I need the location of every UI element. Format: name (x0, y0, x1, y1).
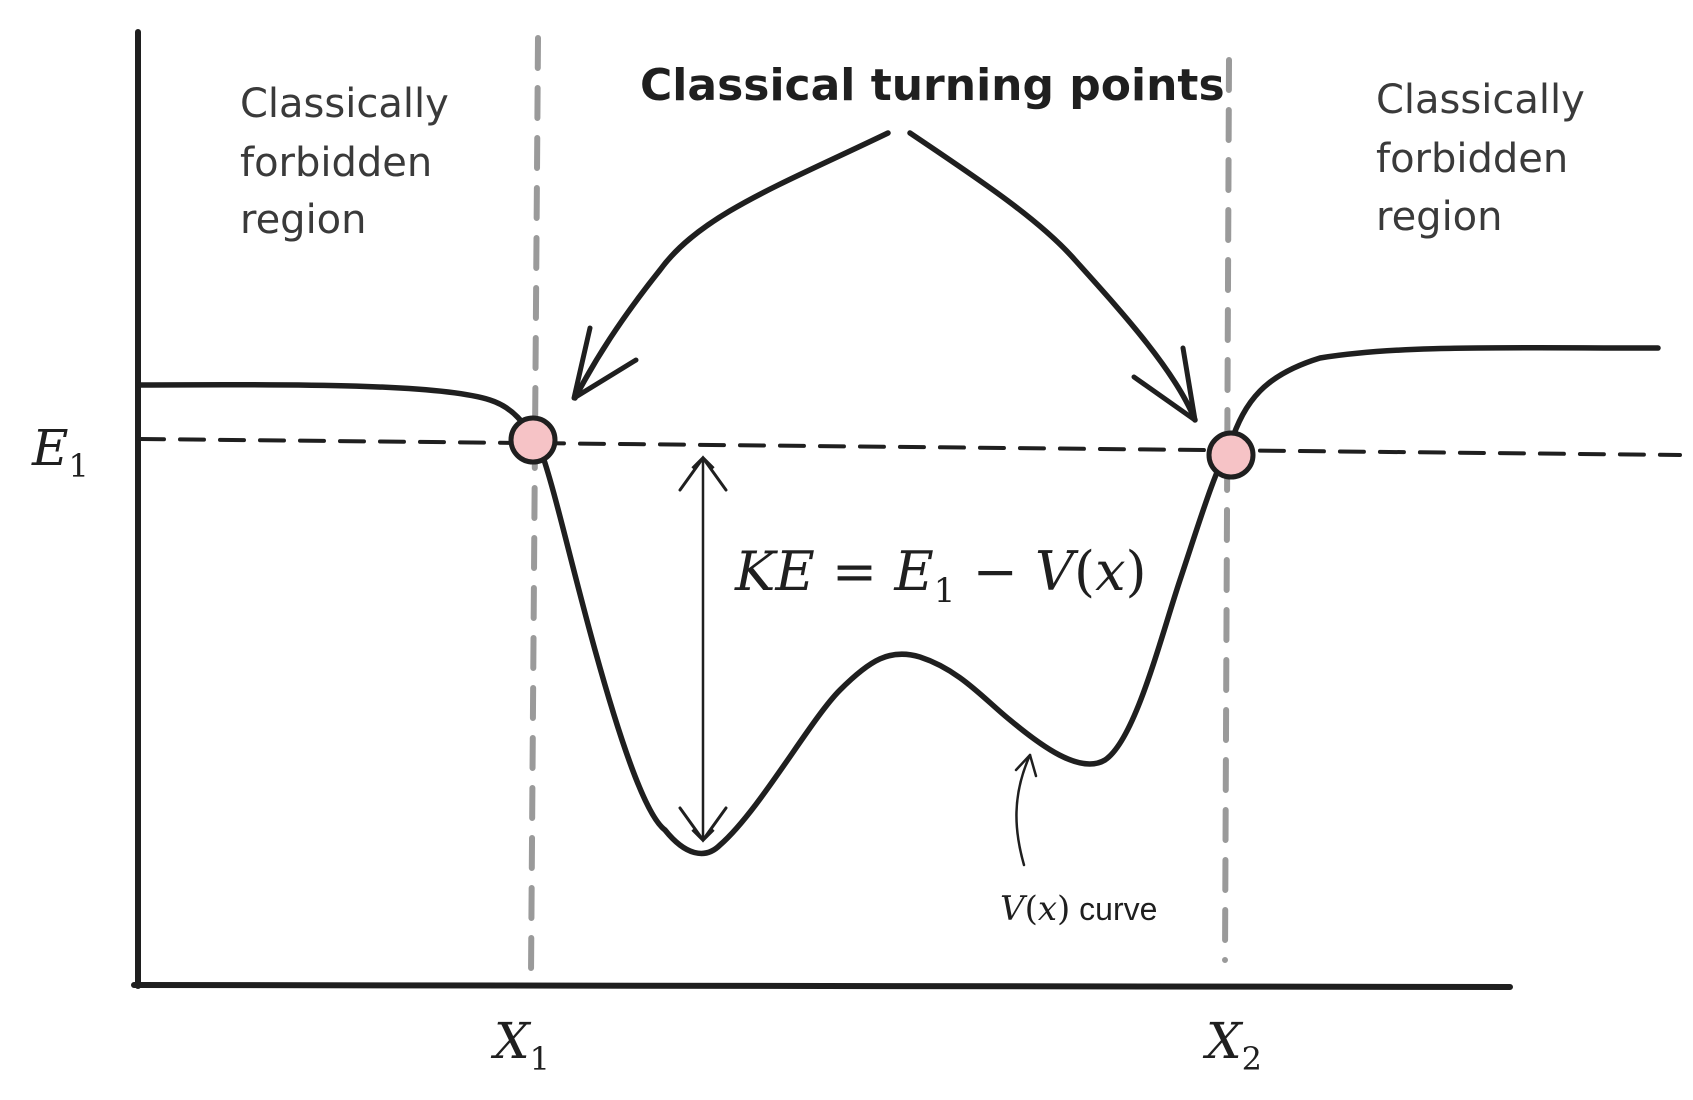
curve-pointer-head (1014, 753, 1038, 778)
ke-arrowhead-bottom (678, 806, 728, 843)
title-arrows (571, 130, 1198, 423)
energy-level-label: E1 (31, 419, 89, 485)
x1-guide-line (528, 35, 541, 978)
turning-point-left (508, 415, 558, 465)
turning-point-right (1206, 430, 1256, 480)
axes (131, 29, 1513, 990)
diagram-title: Classical turning points (640, 60, 1225, 111)
left-region-label: Classically forbidden region (240, 81, 449, 243)
ke-arrow (678, 455, 728, 843)
curve-pointer (1014, 753, 1038, 867)
ke-arrowhead-top (678, 455, 728, 492)
energy-level-line (138, 437, 1682, 457)
arrow-to-left-turning-point (572, 130, 891, 401)
turning-points (508, 415, 1256, 480)
turning-point-guides (528, 35, 1232, 978)
ke-equation: KE = E1 − V(x) (734, 540, 1147, 611)
left-region-line-2: forbidden (240, 140, 432, 186)
curve-pointer-line (1015, 753, 1032, 867)
arrowhead-right (1131, 345, 1198, 423)
right-region-label: Classically forbidden region (1376, 77, 1585, 240)
curve-label: V(x) curve (1000, 889, 1157, 929)
left-region-line-1: Classically (240, 81, 449, 127)
x1-label: X1 (490, 1012, 550, 1078)
right-region-line-2: forbidden (1376, 136, 1568, 182)
arrow-to-right-turning-point (907, 130, 1198, 423)
left-region-line-3: region (240, 197, 367, 243)
x2-guide-line (1222, 57, 1232, 963)
arrowhead-left (571, 325, 639, 401)
right-region-line-3: region (1376, 194, 1503, 240)
x-axis (131, 982, 1513, 990)
right-region-line-1: Classically (1376, 77, 1585, 123)
x2-label: X2 (1202, 1012, 1262, 1078)
